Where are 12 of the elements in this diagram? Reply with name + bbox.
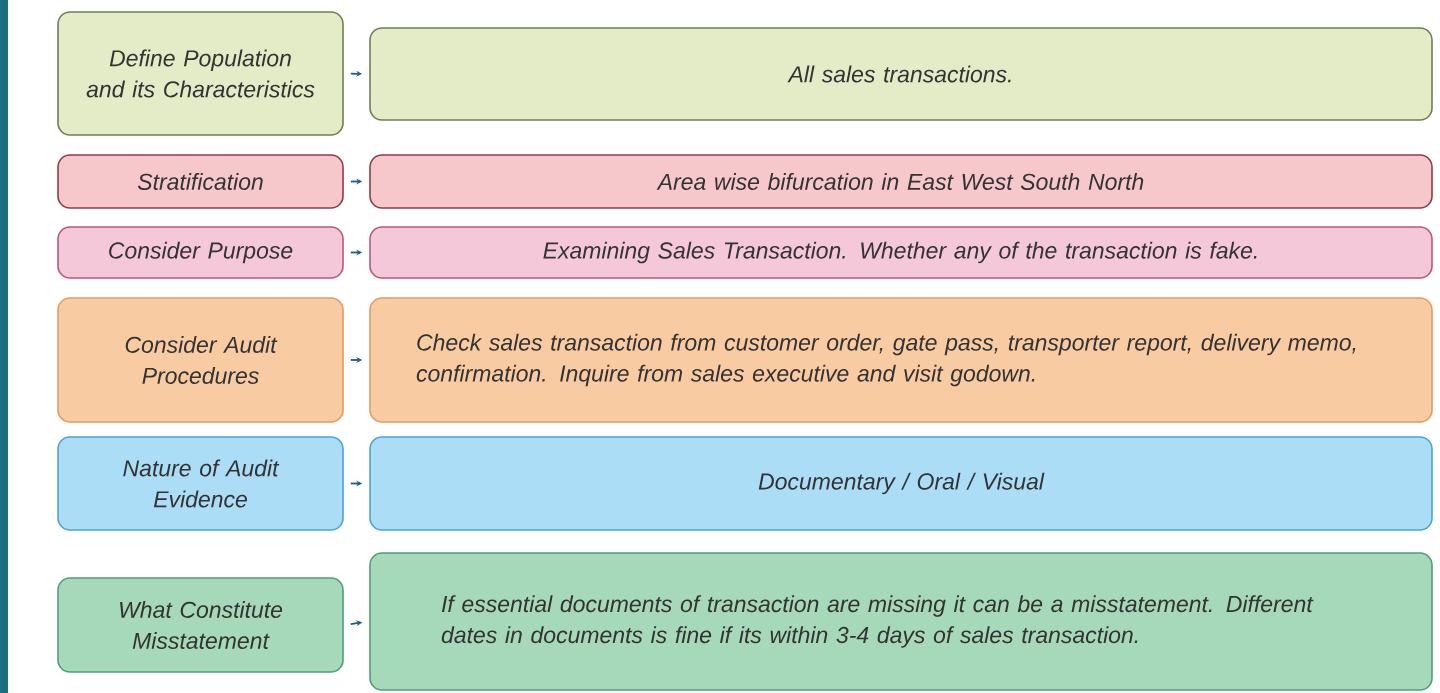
description-box: Check sales transaction from customer order, gate pass, transporter report, delivery memo, confirmation. Inquire from sales executive and visit godown. [369,297,1433,423]
description-box: Area wise bifurcation in East West South North [369,154,1433,209]
description-box: If essential documents of transaction are missing it can be a misstatement. Different dates in documents is fine if its within 3-4 days of sales transaction. [369,552,1433,691]
description-box: Documentary / Oral / Visual [369,436,1433,531]
description-box: Examining Sales Transaction. Whether any of the transaction is fake. [369,226,1433,279]
step-box: Define Population and its Characteristics [57,11,344,136]
step-box: Stratification [57,154,344,209]
step-box: Consider Audit Procedures [57,297,344,423]
step-box: Nature of Audit Evidence [57,436,344,531]
description-box: All sales transactions. [369,27,1433,121]
step-box: What Constitute Misstatement [57,577,344,673]
step-box: Consider Purpose [57,226,344,279]
